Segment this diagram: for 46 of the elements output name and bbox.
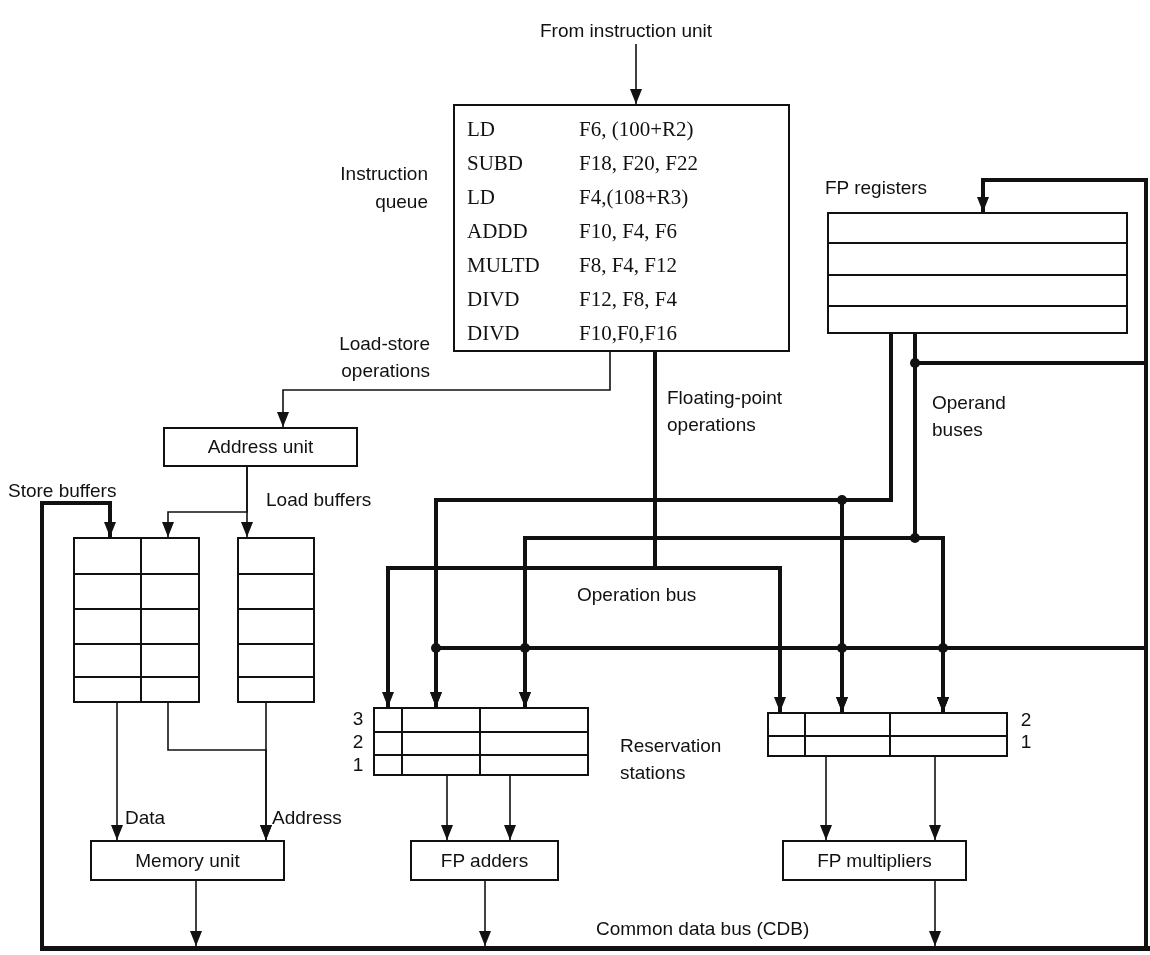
instruction-text: DIVD F12, F8, F4 <box>467 286 678 313</box>
arrow <box>260 702 272 841</box>
arrow <box>630 43 642 105</box>
unit-box: Memory unit <box>90 840 285 881</box>
reservation-station-table <box>373 707 589 776</box>
arrow <box>111 702 123 841</box>
annotation-label: Reservation stations <box>620 734 723 785</box>
heading-label: Instruction queue <box>339 162 428 214</box>
instruction-text: ADDD F10, F4, F6 <box>467 218 678 245</box>
arrow <box>479 880 491 947</box>
arrow <box>241 466 253 538</box>
row-number: 1 <box>351 753 365 776</box>
bus-line <box>653 352 786 712</box>
instruction-text: LD F4,(108+R3) <box>467 184 689 211</box>
annotation-label: Operand buses <box>932 391 1007 442</box>
instruction-queue-box <box>453 104 790 352</box>
arrow <box>929 756 941 841</box>
buffer-table <box>237 537 315 703</box>
arrow <box>441 775 453 841</box>
instruction-text: LD F6, (100+R2) <box>467 116 694 143</box>
row-number: 1 <box>1019 731 1033 753</box>
buffer-table <box>73 537 200 703</box>
instruction-text: DIVD F10,F0,F16 <box>467 320 678 347</box>
row-number: 2 <box>1019 709 1033 731</box>
bus-label: Common data bus (CDB) <box>596 918 810 940</box>
unit-box: FP multipliers <box>782 840 967 881</box>
row-number: 3 <box>351 707 365 730</box>
instruction-text: MULTD F8, F4, F12 <box>467 252 678 279</box>
register-file <box>827 212 1128 334</box>
annotation-label: Operation bus <box>577 583 698 607</box>
reservation-station-table <box>767 712 1008 757</box>
heading-label: Store buffers <box>8 480 117 502</box>
heading-label: FP registers <box>825 177 928 199</box>
unit-box: Address unit <box>163 427 358 467</box>
source-label: From instruction unit <box>540 20 713 42</box>
unit-box: FP adders <box>410 840 559 881</box>
bus-line <box>40 501 116 946</box>
bus-bar <box>40 946 1150 951</box>
arrow <box>277 351 611 428</box>
instruction-text: SUBD F18, F20, F22 <box>467 150 699 177</box>
arrow <box>820 756 832 841</box>
arrow <box>190 880 202 947</box>
arrow <box>929 880 941 947</box>
arrow <box>504 775 516 841</box>
row-number: 2 <box>351 730 365 753</box>
heading-label: Load buffers <box>266 489 372 511</box>
